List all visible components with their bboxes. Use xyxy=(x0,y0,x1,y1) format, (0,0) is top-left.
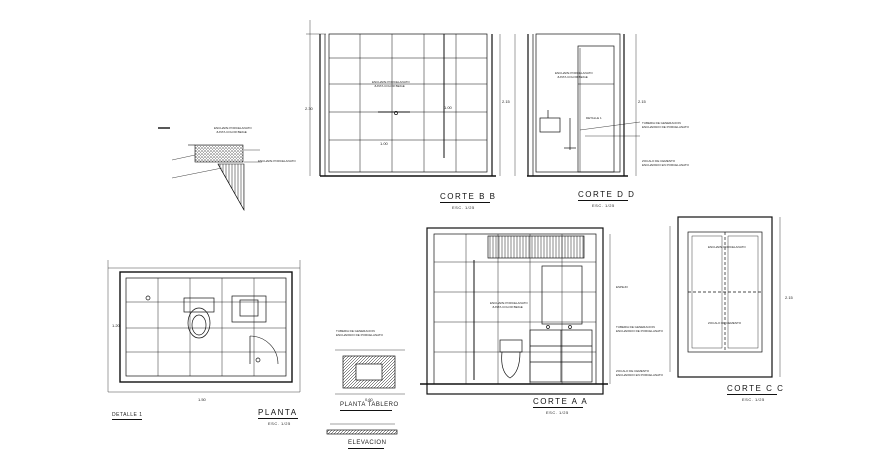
note-porcelanato-b: ENCHAPE PORCELANATO xyxy=(372,80,410,84)
note-porcelanato-det: ENCHAPE PORCELANATO xyxy=(214,126,252,130)
dim-b-height: 2.30 xyxy=(305,106,313,111)
corte-c-scale: ESC. 1/25 xyxy=(742,397,765,402)
corte-b-underline xyxy=(440,202,490,203)
detalle-title: DETALLE 1 xyxy=(112,412,143,418)
note-zocalo-d: ZOCALO DE CEMENTO xyxy=(642,159,676,163)
tablero-underline xyxy=(340,410,392,411)
planta-underline xyxy=(258,418,298,419)
elevacion-title: ELEVACION xyxy=(348,440,387,446)
note-zocalo-c: ZOCALO DE CEMENTO xyxy=(708,321,742,325)
corte-b-section xyxy=(306,20,501,177)
note-porcelanato-det2: ENCHAPE PORCELANATO xyxy=(258,159,296,163)
corte-b-scale: ESC. 1/25 xyxy=(452,205,475,210)
dim-planta-w: 1.50 xyxy=(198,397,206,402)
dim-tablero-w: 0.60 xyxy=(365,397,373,402)
dim-c-height: 2.15 xyxy=(785,295,793,300)
tablero-view xyxy=(326,349,405,435)
corte-a-scale: ESC. 1/25 xyxy=(546,410,569,415)
note-porcelanato-d: ENCHAPE PORCELANATO xyxy=(555,71,593,75)
corte-d-section xyxy=(514,33,641,177)
note-zocalo2-a: ENCHAPADO EN PORCELANATO xyxy=(616,373,664,377)
note-junta-d: JUNTA COLOR BEIGE xyxy=(557,75,588,79)
corte-a-section xyxy=(420,227,611,395)
note-porcelanato-a: ENCHAPE PORCELANATO xyxy=(490,301,528,305)
note-tuberia2-d: ENCHAPADO DE PORCELANATO xyxy=(642,125,690,129)
dim-d-height: 2.15 xyxy=(638,99,646,104)
corte-a-underline xyxy=(533,407,583,408)
note-tuberia2-a: ENCHAPADO DE PORCELANATO xyxy=(616,329,664,333)
planta-title: PLANTA xyxy=(258,408,298,417)
corte-b-title: CORTE B B xyxy=(440,192,497,201)
elevacion-underline xyxy=(348,448,384,449)
dim-b-height-r: 2.15 xyxy=(502,99,510,104)
corte-a-title: CORTE A A xyxy=(533,397,589,406)
note-tuberia-d: TUBERIA DE GENERACION xyxy=(642,121,681,125)
dim-b-100: 1.00 xyxy=(380,141,388,146)
note-detalle-d: DETALLE 1 xyxy=(586,116,602,120)
corte-c-title: CORTE C C xyxy=(727,384,785,393)
note-junta-det: JUNTA COLOR BEIGE xyxy=(216,130,247,134)
corte-c-underline xyxy=(727,394,777,395)
corte-d-scale: ESC. 1/25 xyxy=(592,203,615,208)
dim-b-mid: 1.00 xyxy=(444,105,452,110)
corte-c-section xyxy=(669,216,781,378)
corte-d-title: CORTE D D xyxy=(578,190,636,199)
note-tuberia2-t: ENCHAPADO DE PORCELANATO xyxy=(336,333,384,337)
note-tuberia-a: TUBERIA DE GENERACION xyxy=(616,325,655,329)
dim-planta-h: 1.20 xyxy=(112,323,120,328)
detalle-underline xyxy=(112,419,142,420)
note-zocalo2-d: ENCHAPADO EN PORCELANATO xyxy=(642,163,690,167)
note-porcelanato-c: ENCHAPE PORCELANATO xyxy=(708,245,746,249)
corte-d-underline xyxy=(578,200,628,201)
planta-view xyxy=(107,260,301,393)
planta-scale: ESC. 1/25 xyxy=(268,421,291,426)
note-junta-a: JUNTA COLOR BEIGE xyxy=(492,305,523,309)
note-espejo-a: ESPEJO xyxy=(616,285,628,289)
tablero-title: PLANTA TABLERO xyxy=(340,402,399,408)
note-tuberia-t: TUBERIA DE GENERACION xyxy=(336,329,375,333)
detalle-1-section xyxy=(158,127,262,212)
note-junta-b: JUNTA COLOR BEIGE xyxy=(374,84,405,88)
note-zocalo-a: ZOCALO DE CEMENTO xyxy=(616,369,650,373)
